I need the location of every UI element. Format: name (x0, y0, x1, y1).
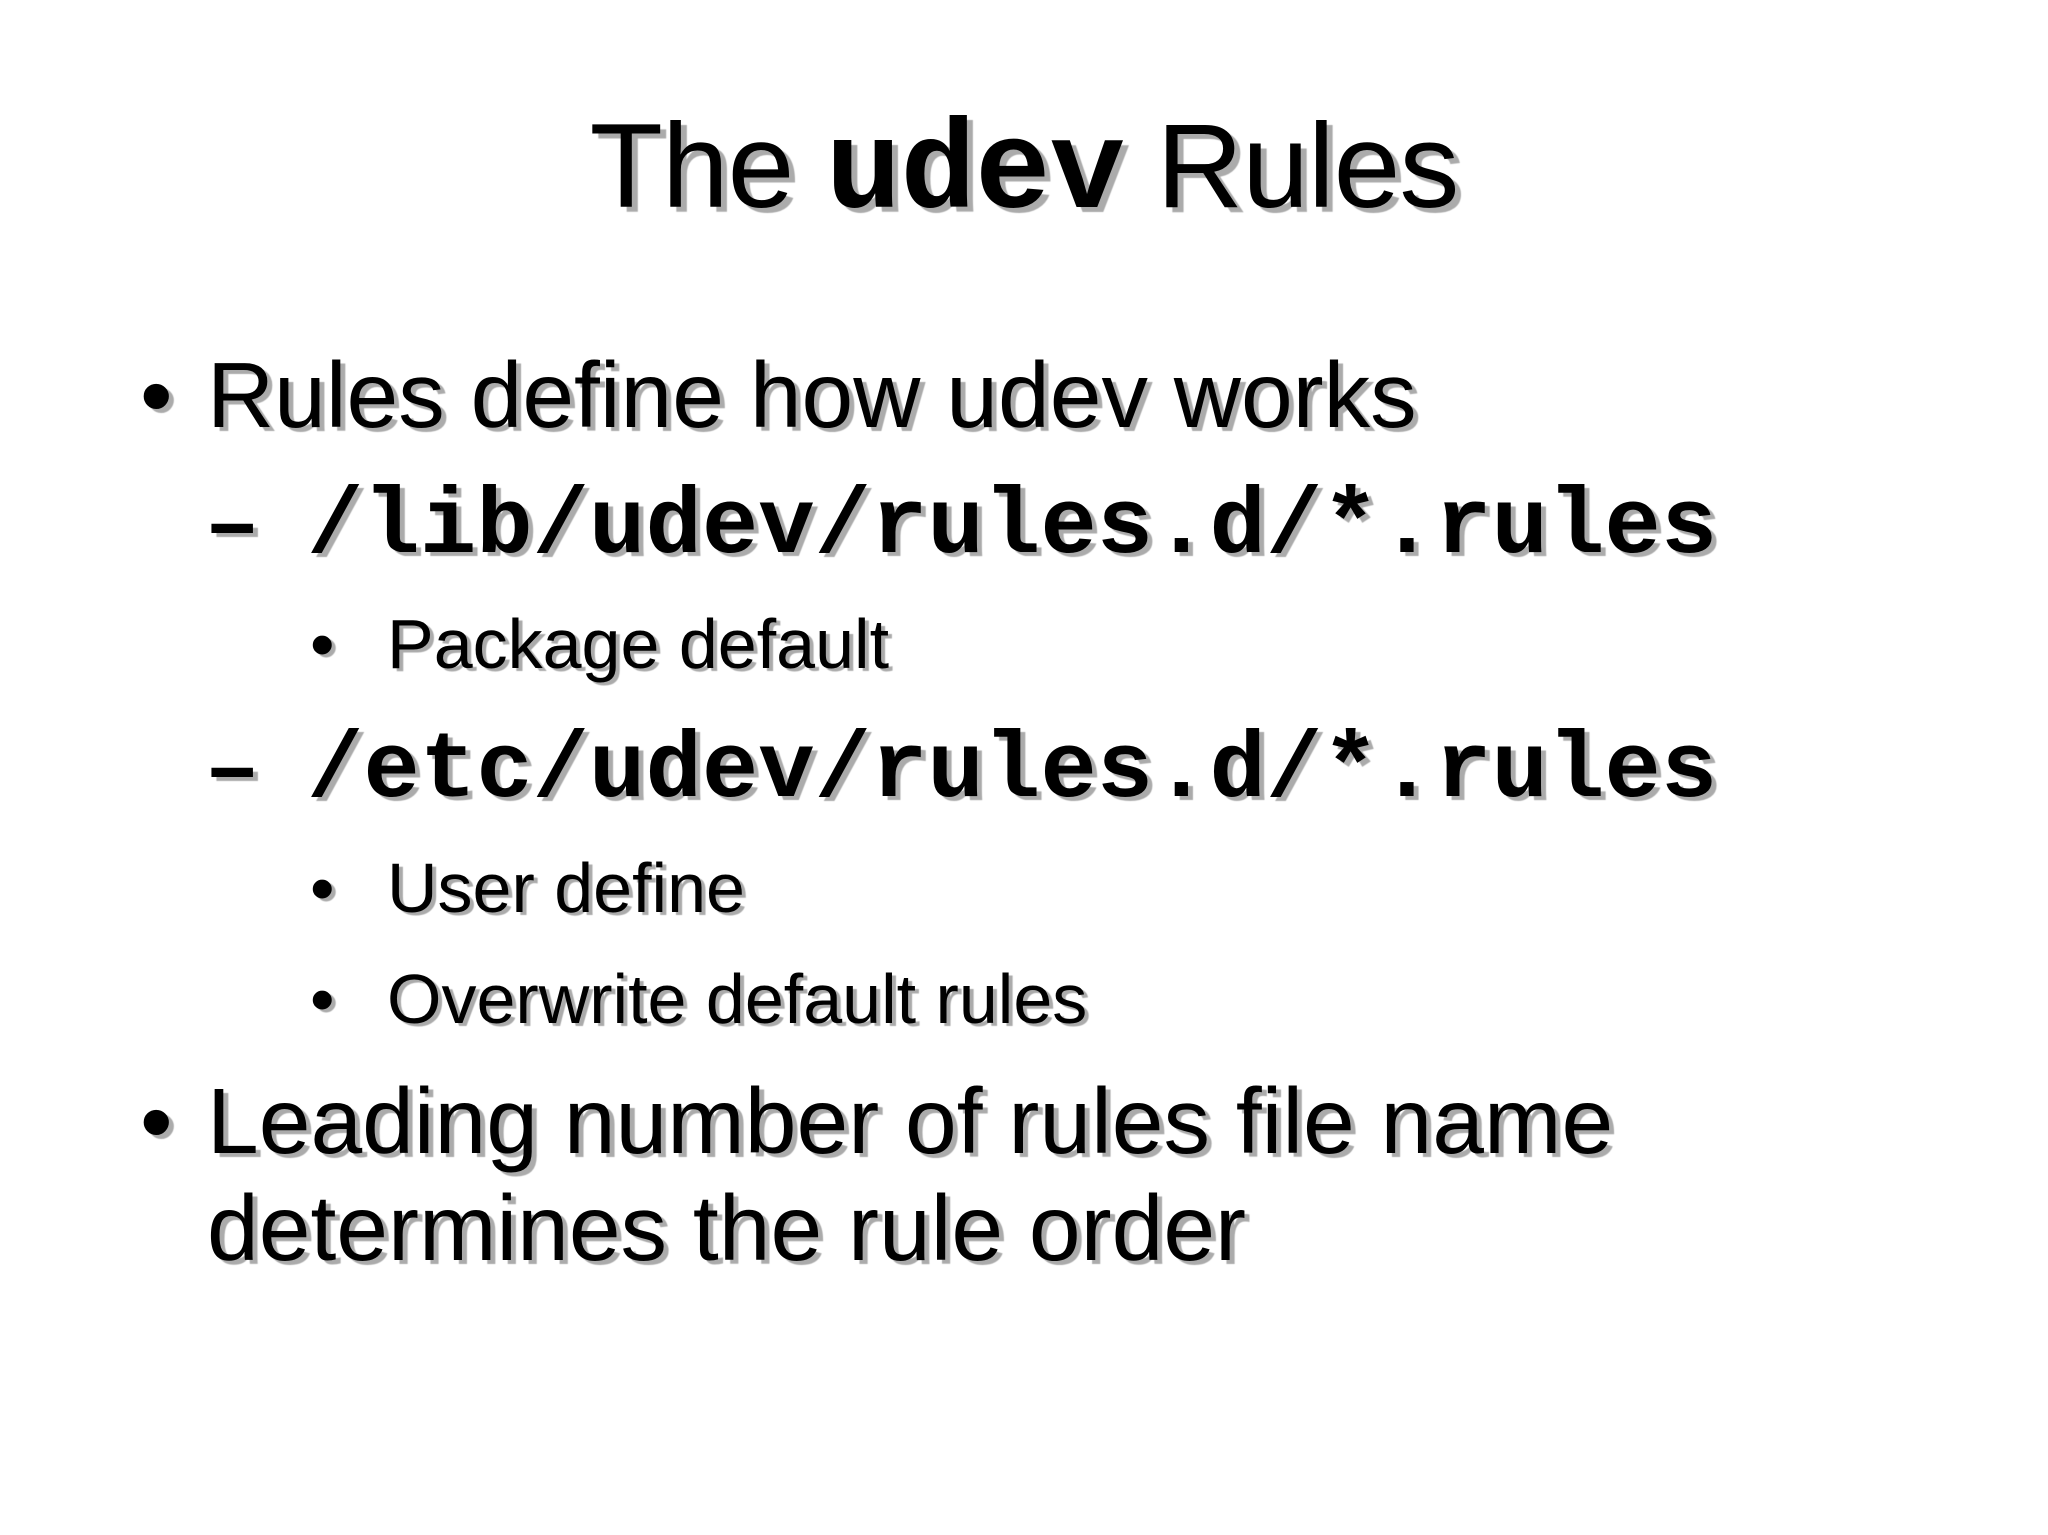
slide-body: • Rules define how udev works – /lib/ude… (0, 342, 2048, 1282)
bullet-text: Rules define how udev works (207, 343, 1417, 447)
sub-bullet-user-define: • User define (0, 845, 2048, 931)
dash-icon: – (204, 475, 261, 581)
bullet-item-rules-define: • Rules define how udev works (0, 342, 2048, 449)
sub-item-etc-rules-path: – /etc/udev/rules.d/*.rules (0, 711, 2048, 833)
sub-item-lib-rules-path: – /lib/udev/rules.d/*.rules (0, 467, 2048, 589)
sub-bullet-overwrite-default: • Overwrite default rules (0, 956, 2048, 1042)
bullet-icon: • (310, 849, 335, 927)
bullet-item-leading-number: • Leading number of rules file name dete… (0, 1068, 2048, 1282)
sub-bullet-text: Package default (387, 605, 890, 683)
slide-title-mono-word: udev (825, 102, 1125, 245)
bullet-icon: • (310, 960, 335, 1038)
slide: The udev Rules • Rules define how udev w… (0, 94, 2048, 1535)
slide-title: The udev Rules (0, 94, 2048, 246)
path-text: /etc/udev/rules.d/*.rules (307, 719, 1718, 825)
sub-bullet-package-default: • Package default (0, 601, 2048, 687)
slide-title-part1: The (589, 99, 826, 233)
sub-bullet-text: User define (387, 849, 745, 927)
bullet-icon: • (140, 343, 173, 447)
bullet-icon: • (140, 1069, 173, 1173)
dash-icon: – (204, 719, 261, 825)
path-text: /lib/udev/rules.d/*.rules (307, 475, 1718, 581)
slide-title-part2: Rules (1124, 99, 1460, 233)
bullet-text: Leading number of rules file name determ… (207, 1069, 1614, 1280)
sub-bullet-text: Overwrite default rules (387, 960, 1088, 1038)
bullet-icon: • (310, 605, 335, 683)
